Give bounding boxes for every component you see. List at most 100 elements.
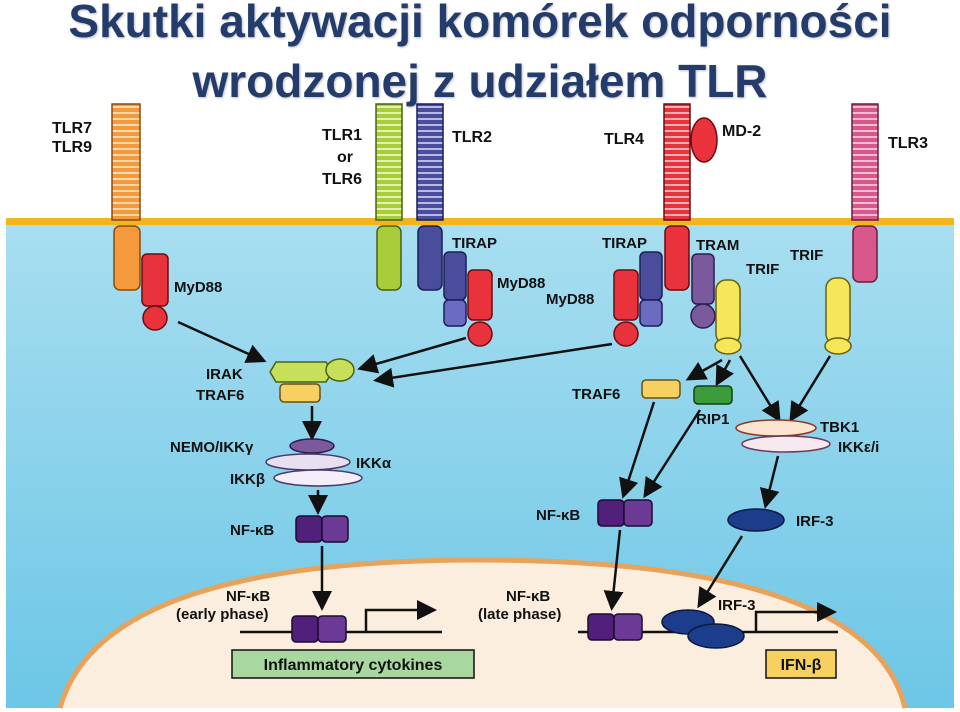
tlr3-tir-domain [852, 225, 878, 283]
nemo-protein [289, 438, 335, 454]
tlr1-label: TLR1 [322, 127, 362, 144]
arrow-traf6-nfkb [619, 401, 656, 499]
arrow-myd88-irak-3 [373, 342, 613, 388]
cytokines-box [231, 649, 475, 679]
irf3-nuclear-b [687, 623, 745, 649]
tlr7-label: TLR7 [52, 120, 92, 137]
trif-domain-2 [824, 337, 852, 355]
tram-adaptor [691, 253, 715, 305]
transcription-arrow-1 [364, 600, 437, 632]
tbk1-label: TBK1 [820, 419, 859, 436]
tlr1-tir-domain [376, 225, 402, 291]
tlr4-label: TLR4 [604, 131, 644, 148]
ifnb-box [765, 649, 837, 679]
arrow-trif2-tbk1 [789, 355, 832, 423]
tlr3-label: TLR3 [888, 135, 928, 152]
ikk-epsilon-protein [741, 435, 831, 453]
plasma-membrane [6, 218, 954, 225]
nfkb-late-label-1: NF-κB [506, 588, 550, 605]
tlr7-receptor [111, 103, 141, 221]
irak-protein [269, 361, 333, 383]
title-line-2: wrodzonej z udziałem TLR [192, 55, 768, 107]
ikk-alpha-protein [265, 453, 351, 471]
myd88-adaptor-3 [613, 269, 639, 321]
tlr9-label: TLR9 [52, 139, 92, 156]
myd88-death-domain-2 [467, 321, 493, 347]
nfkb-subunit-2b [623, 499, 653, 527]
myd88-adaptor-2 [467, 269, 493, 321]
ifnb-label: IFN-β [781, 657, 822, 674]
traf6-protein-2 [641, 379, 681, 399]
ikk-beta-label: IKKβ [230, 471, 265, 488]
tirap-adaptor-2 [639, 251, 663, 301]
md2-label: MD-2 [722, 123, 761, 140]
tirap-label-1: TIRAP [452, 235, 497, 252]
nfkb-nuclear-2a [587, 613, 615, 641]
nfkb-early-label-1: NF-κB [226, 588, 270, 605]
ikk-epsilon-label: IKKε/i [838, 439, 879, 456]
arrow-nfkb-nucleus-2 [603, 529, 624, 611]
arrow-rip1-nfkb [643, 409, 702, 499]
tlr2-tir-domain [417, 225, 443, 291]
ikk-alpha-label: IKKα [356, 455, 392, 472]
nfkb-label-1: NF-κB [230, 522, 274, 539]
tlr1-receptor [375, 103, 403, 221]
tirap-domain-1 [443, 299, 467, 327]
rip1-label: RIP1 [696, 411, 729, 428]
trif-label-2: TRIF [790, 247, 823, 264]
irak-label: IRAK [206, 366, 243, 383]
arrow-myd88-irak-1 [177, 320, 267, 363]
nfkb-late-label-2: (late phase) [478, 606, 561, 623]
irf3-label-1: IRF-3 [796, 513, 834, 530]
tlr7-tir-domain [113, 225, 141, 291]
arrow-tbk1-irf3 [759, 455, 780, 509]
myd88-adaptor-1 [141, 253, 169, 307]
nfkb-label-2: NF-κB [536, 507, 580, 524]
rip1-protein [693, 385, 733, 405]
tlr2-label: TLR2 [452, 129, 492, 146]
myd88-label-1: MyD88 [174, 279, 222, 296]
tirap-label-2: TIRAP [602, 235, 647, 252]
irf3-protein-1 [727, 508, 785, 532]
myd88-death-domain-1 [142, 305, 168, 331]
arrow-myd88-irak-2 [357, 336, 467, 374]
tlr4-receptor [663, 103, 691, 221]
nfkb-subunit-1b [321, 515, 349, 543]
tlr3-receptor [851, 103, 879, 221]
arrow-irf3-nucleus [697, 535, 744, 609]
trif-adaptor-1 [715, 279, 741, 345]
tirap-adaptor-1 [443, 251, 467, 301]
tram-domain [690, 303, 716, 329]
arrow-trif-tbk1 [738, 355, 781, 423]
arrow-trif-rip1 [715, 359, 734, 387]
nuclear-membrane [57, 557, 908, 709]
transcription-arrow-2 [754, 602, 837, 632]
nfkb-nuclear-1a [291, 615, 319, 643]
myd88-death-domain-3 [613, 321, 639, 347]
trif-domain-1 [714, 337, 742, 355]
tram-label: TRAM [696, 237, 739, 254]
irf3-label-2: IRF-3 [718, 597, 756, 614]
ikk-beta-protein [273, 469, 363, 487]
cytokines-label: Inflammatory cytokines [264, 657, 443, 674]
tbk1-protein [735, 419, 817, 437]
traf6-label-1: TRAF6 [196, 387, 244, 404]
trif-label-1: TRIF [746, 261, 779, 278]
nfkb-subunit-2a [597, 499, 625, 527]
tirap-domain-2 [639, 299, 663, 327]
arrow-trif-traf6 [685, 358, 723, 381]
tlr2-receptor [416, 103, 444, 221]
irak-domain [325, 358, 355, 382]
nfkb-nuclear-1b [317, 615, 347, 643]
md2-protein [690, 117, 718, 163]
traf6-label-2: TRAF6 [572, 386, 620, 403]
nfkb-early-label-2: (early phase) [176, 606, 269, 623]
myd88-label-3: MyD88 [546, 291, 594, 308]
tlr4-tir-domain [664, 225, 690, 291]
myd88-label-2: MyD88 [497, 275, 545, 292]
nemo-label: NEMO/IKKγ [170, 439, 254, 456]
traf6-protein-1 [279, 383, 321, 403]
or-label: or [337, 149, 353, 166]
title-line-1: Skutki aktywacji komórek odporności [68, 0, 892, 47]
